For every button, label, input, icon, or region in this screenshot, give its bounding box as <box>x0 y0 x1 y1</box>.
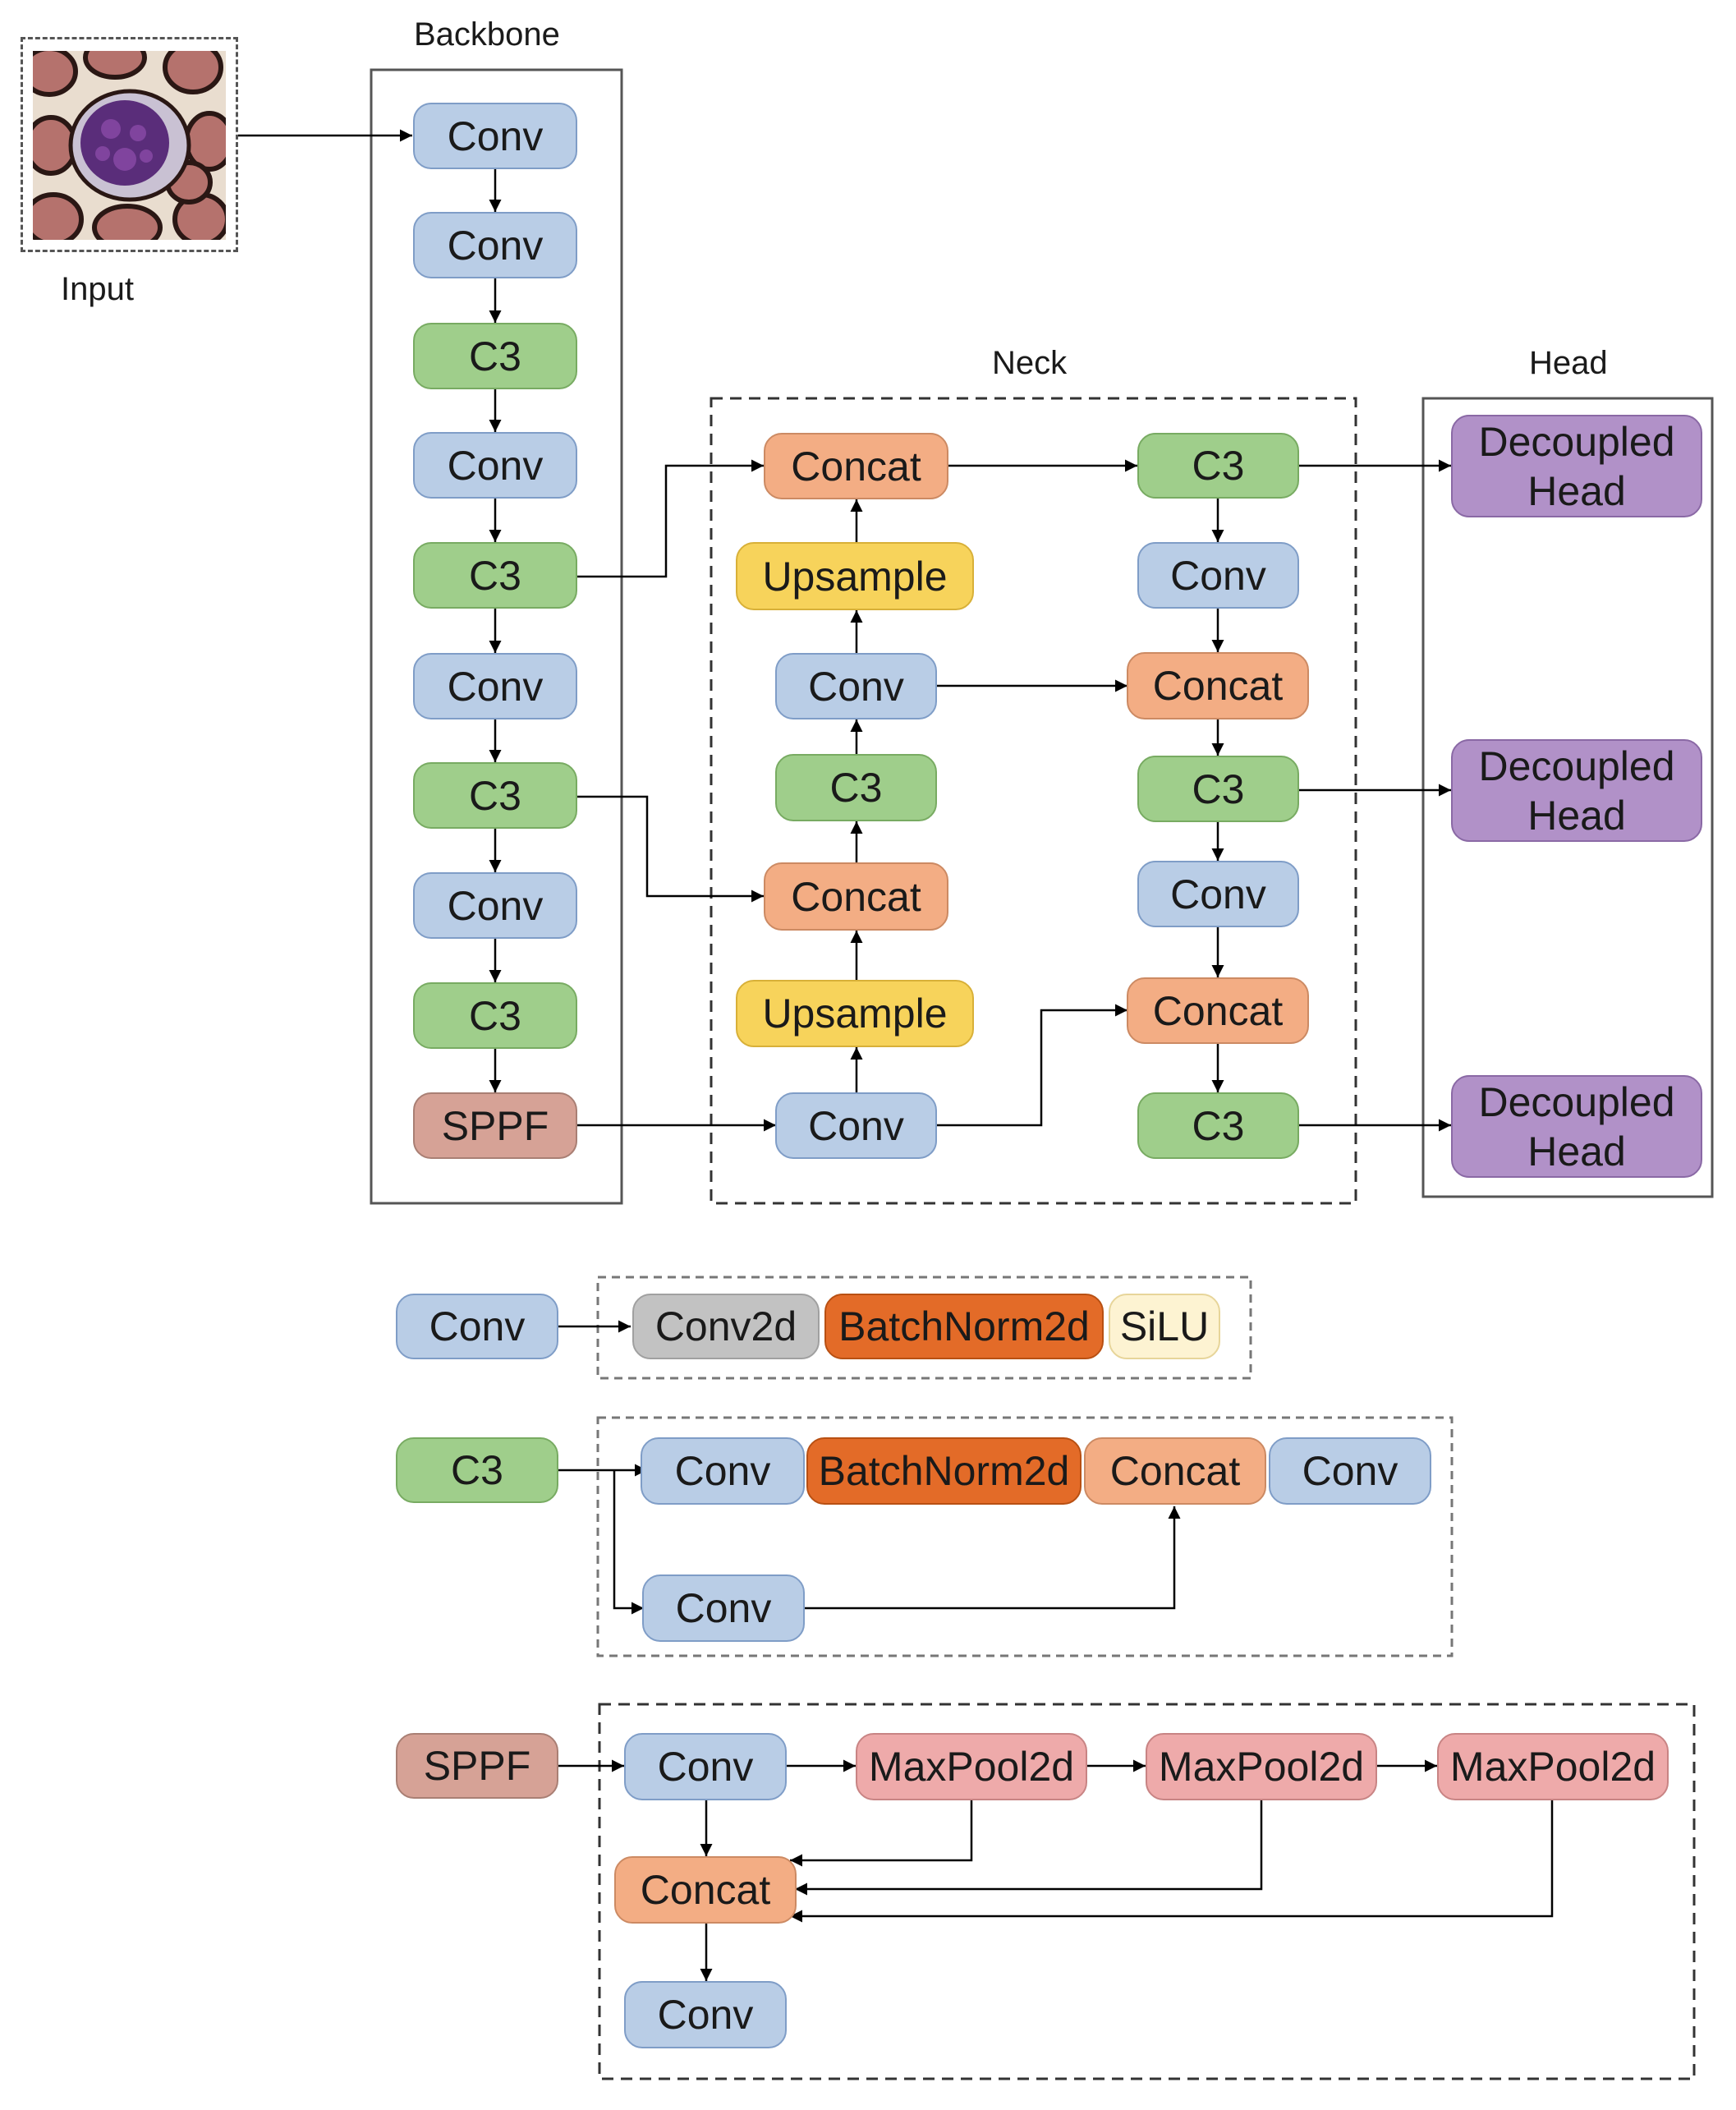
neck-concat-right-1: Concat <box>1127 652 1309 719</box>
head-frame <box>1421 397 1714 1198</box>
neck-upsample-2: Upsample <box>736 980 974 1047</box>
neck-conv-right-1: Conv <box>1137 542 1299 609</box>
input-frame <box>21 37 238 252</box>
neck-conv-right-2: Conv <box>1137 861 1299 927</box>
legend-c3-frame <box>596 1416 1454 1657</box>
neck-frame <box>710 397 1357 1205</box>
legend-sppf-key: SPPF <box>396 1733 558 1799</box>
legend-conv-frame <box>596 1276 1252 1380</box>
backbone-c3-2: C3 <box>413 542 577 609</box>
backbone-conv-4: Conv <box>413 653 577 719</box>
legend-conv-silu: SiLU <box>1109 1294 1220 1359</box>
input-label: Input <box>61 271 134 307</box>
neck-c3-right-2: C3 <box>1137 756 1299 822</box>
backbone-c3-3: C3 <box>413 762 577 829</box>
legend-sppf-maxpool2d-1: MaxPool2d <box>856 1733 1087 1800</box>
legend-sppf-conv-2: Conv <box>624 1981 787 2048</box>
legend-c3-concat: Concat <box>1084 1437 1266 1505</box>
legend-c3-conv-3: Conv <box>642 1574 805 1642</box>
backbone-conv-2: Conv <box>413 212 577 278</box>
legend-conv-batchnorm2d: BatchNorm2d <box>824 1294 1104 1359</box>
decoupled-head-2: Decoupled Head <box>1451 739 1702 842</box>
legend-conv-conv2d: Conv2d <box>632 1294 820 1359</box>
neck-concat-top: Concat <box>764 433 948 499</box>
legend-c3-conv-2: Conv <box>1269 1437 1431 1505</box>
legend-sppf-conv-1: Conv <box>624 1733 787 1800</box>
backbone-c3-1: C3 <box>413 323 577 389</box>
backbone-conv-5: Conv <box>413 872 577 939</box>
legend-conv-key: Conv <box>396 1294 558 1359</box>
input-cell-image <box>33 51 226 240</box>
neck-upsample-1: Upsample <box>736 542 974 610</box>
legend-sppf-maxpool2d-2: MaxPool2d <box>1146 1733 1377 1800</box>
backbone-sppf: SPPF <box>413 1092 577 1159</box>
neck-label: Neck <box>992 345 1068 381</box>
legend-c3-conv-1: Conv <box>641 1437 805 1505</box>
backbone-c3-4: C3 <box>413 982 577 1049</box>
neck-concat-mid: Concat <box>764 862 948 931</box>
legend-sppf-concat: Concat <box>614 1856 797 1924</box>
neck-concat-right-2: Concat <box>1127 977 1309 1044</box>
neck-c3-left: C3 <box>775 754 937 821</box>
neck-conv-left-2: Conv <box>775 1092 937 1159</box>
neck-conv-left-1: Conv <box>775 653 937 719</box>
head-label: Head <box>1529 345 1608 381</box>
backbone-conv-1: Conv <box>413 103 577 169</box>
neck-c3-right-3: C3 <box>1137 1092 1299 1159</box>
backbone-conv-3: Conv <box>413 432 577 499</box>
backbone-frame <box>370 68 623 1205</box>
legend-c3-key: C3 <box>396 1437 558 1503</box>
decoupled-head-1: Decoupled Head <box>1451 415 1702 517</box>
backbone-label: Backbone <box>414 16 560 53</box>
neck-c3-right-1: C3 <box>1137 433 1299 499</box>
decoupled-head-3: Decoupled Head <box>1451 1075 1702 1178</box>
legend-c3-batchnorm2d: BatchNorm2d <box>806 1437 1082 1505</box>
legend-sppf-maxpool2d-3: MaxPool2d <box>1437 1733 1669 1800</box>
